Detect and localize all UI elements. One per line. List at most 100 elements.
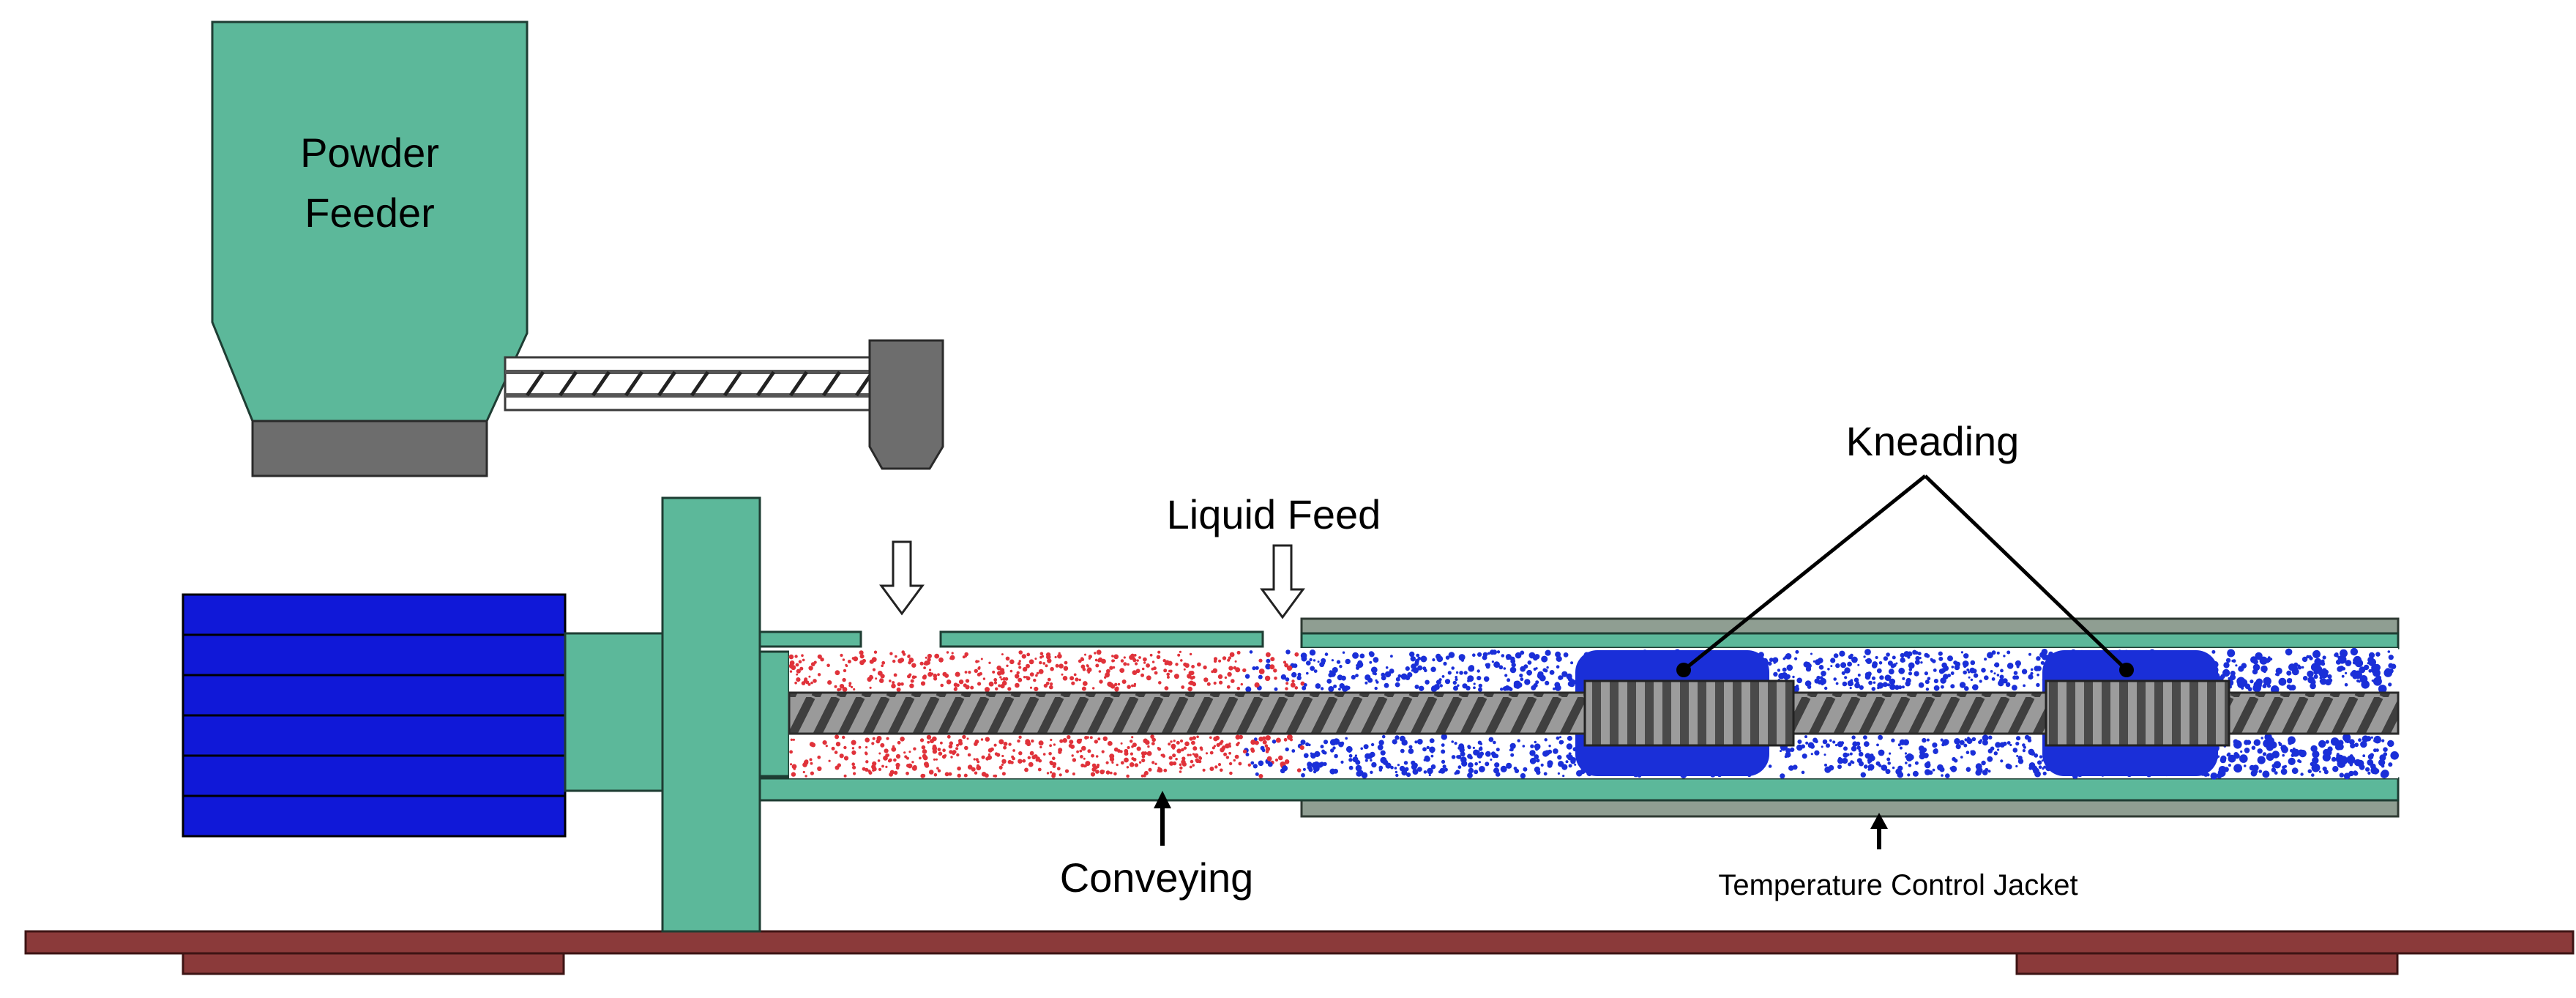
particle <box>1963 743 1968 748</box>
particle <box>1009 659 1015 665</box>
particle <box>1545 680 1550 686</box>
particle <box>985 687 990 693</box>
particle <box>1973 673 1979 678</box>
particle <box>817 654 822 659</box>
particle <box>1069 676 1075 681</box>
particle <box>1898 667 1905 674</box>
particle <box>2312 756 2319 764</box>
particle <box>2381 764 2385 768</box>
particle <box>1805 741 1809 745</box>
particle <box>1510 753 1515 757</box>
particle <box>2038 765 2042 769</box>
particle <box>2388 682 2392 687</box>
particle <box>923 663 927 666</box>
particle <box>2297 749 2304 756</box>
particle <box>1850 679 1853 682</box>
particle <box>1878 661 1883 665</box>
particle <box>1051 773 1056 778</box>
particle <box>1101 750 1105 753</box>
particle <box>1049 685 1053 690</box>
particle <box>1091 753 1094 758</box>
particle <box>988 681 994 687</box>
particle <box>1357 660 1363 666</box>
particle <box>947 734 951 739</box>
particle <box>1438 678 1442 682</box>
particle <box>1441 675 1445 678</box>
particle <box>1181 748 1184 752</box>
particle <box>1884 674 1892 681</box>
particle <box>1141 667 1145 671</box>
particle <box>2373 669 2381 675</box>
particle <box>950 756 953 759</box>
particle <box>1054 655 1057 659</box>
particle <box>1329 670 1333 674</box>
particle <box>2262 770 2270 778</box>
particle <box>1080 755 1083 759</box>
particle <box>1004 677 1009 681</box>
particle <box>1189 753 1192 756</box>
particle <box>1351 674 1356 680</box>
particle <box>1120 742 1123 745</box>
particle <box>996 753 1001 757</box>
motor-coupling <box>564 632 665 792</box>
particle <box>1338 741 1344 748</box>
particle <box>1190 759 1194 764</box>
particle <box>2247 741 2251 745</box>
particle <box>1007 687 1012 691</box>
particle <box>808 666 813 671</box>
particle <box>2370 736 2373 739</box>
particle <box>1250 761 1255 765</box>
particle <box>1265 735 1271 741</box>
kneading-block-1 <box>1583 679 1795 747</box>
particle <box>949 741 954 745</box>
particle <box>1966 738 1973 745</box>
particle <box>1143 738 1148 744</box>
particle <box>1213 681 1217 685</box>
particle <box>839 684 845 689</box>
particle <box>1837 757 1844 764</box>
particle <box>1176 740 1180 745</box>
particle <box>1534 754 1539 759</box>
particle <box>1099 679 1103 684</box>
particle <box>2266 684 2271 688</box>
particle <box>2271 767 2277 772</box>
particle <box>1892 655 1896 660</box>
particle <box>1095 770 1100 774</box>
particle <box>1132 670 1138 675</box>
particle <box>1197 662 1201 667</box>
particle <box>1311 761 1318 769</box>
particle <box>1907 773 1911 777</box>
particle <box>1100 770 1105 775</box>
particle <box>1062 738 1067 743</box>
particle <box>908 658 914 663</box>
particle <box>1886 757 1891 761</box>
particle <box>1081 686 1086 691</box>
particle <box>1978 740 1982 745</box>
particle <box>2239 754 2248 763</box>
particle <box>2041 759 2044 762</box>
particle <box>2013 671 2018 675</box>
particle <box>922 753 927 759</box>
particle <box>1568 764 1572 768</box>
particle <box>1105 770 1110 775</box>
particle <box>2387 650 2391 653</box>
particle <box>1187 686 1192 692</box>
particle <box>1076 750 1079 753</box>
particle <box>929 669 932 671</box>
particle <box>2266 658 2271 663</box>
particle <box>1565 760 1569 764</box>
particle <box>2341 674 2345 678</box>
particle <box>1227 658 1231 662</box>
particle <box>1105 761 1109 764</box>
particle <box>1536 758 1540 763</box>
particle <box>1296 675 1302 680</box>
particle <box>1015 674 1020 679</box>
particle <box>912 764 917 770</box>
particle <box>2262 684 2267 688</box>
particle <box>848 682 852 685</box>
kneading-pointer-dot-1 <box>1676 663 1691 677</box>
particle <box>2345 660 2352 666</box>
particle <box>944 772 949 777</box>
particle <box>1007 759 1012 764</box>
particle <box>1264 744 1269 748</box>
